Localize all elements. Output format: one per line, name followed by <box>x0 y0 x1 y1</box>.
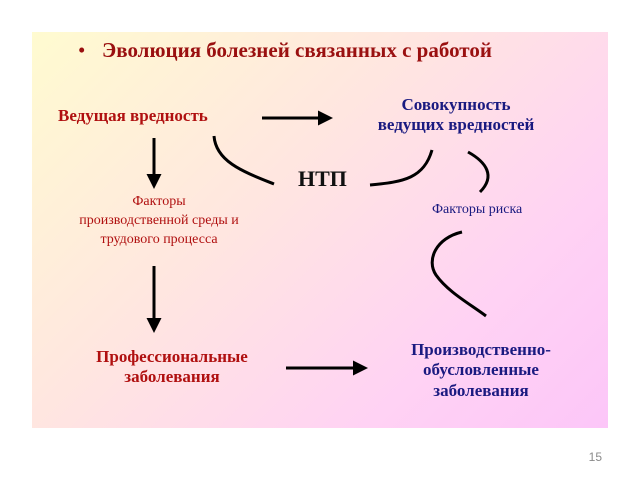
node-leading-hazard: Ведущая вредность <box>58 106 208 125</box>
page-number: 15 <box>588 450 602 464</box>
node-work-factors: Факторы производственной среды и трудово… <box>79 194 239 247</box>
curve-aggregate-to-risk <box>467 150 490 194</box>
node-occupational-diseases: Профессиональные заболевания <box>96 347 248 387</box>
node-work-related-diseases: Производственно- обусловленные заболеван… <box>411 340 551 400</box>
slide-background <box>32 32 608 428</box>
curve-ntp-to-aggregate <box>369 149 434 187</box>
title-bullet: • <box>78 38 86 62</box>
node-ntp: НТП <box>298 166 347 191</box>
curve-left-to-ntp <box>212 135 275 186</box>
curve-risk-to-workrelated <box>430 230 487 318</box>
slide-title: Эволюция болезней связанных с работой <box>102 38 492 62</box>
node-risk-factors: Факторы риска <box>432 202 523 217</box>
node-aggregate-hazards: Совокупность ведущих вредностей <box>377 95 535 135</box>
